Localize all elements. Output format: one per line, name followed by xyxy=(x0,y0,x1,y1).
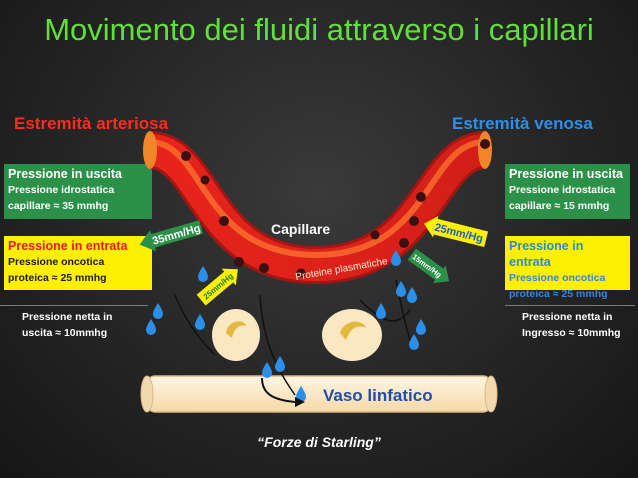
left-outflow-line1: Pressione idrostatica xyxy=(8,184,115,196)
arrow-left-out: 35mm/Hg xyxy=(139,220,204,252)
left-net-line2: uscita ≈ 10mmhg xyxy=(22,327,108,339)
venous-end-label: Estremità venosa xyxy=(452,114,593,133)
tissue-cell-left xyxy=(212,309,260,361)
arrow-left-out-label: 35mm/Hg xyxy=(151,222,202,247)
arterial-end-label: Estremità arteriosa xyxy=(14,114,169,133)
plasma-protein-dots xyxy=(181,139,490,278)
right-net-divider xyxy=(505,305,635,306)
right-inflow-line2: proteica ≈ 25 mmhg xyxy=(509,288,608,300)
left-outflow-box: Pressione in uscita Pressione idrostatic… xyxy=(4,164,152,219)
slide-title: Movimento dei fluidi attraverso i capill… xyxy=(44,12,594,47)
lymph-entry-arrow xyxy=(261,377,296,403)
capillary-label: Capillare xyxy=(271,221,331,237)
right-outflow-title: Pressione in uscita xyxy=(509,167,623,181)
right-inflow-box: Pressione in entrata Pressione oncotica … xyxy=(505,236,630,300)
right-outflow-box: Pressione in uscita Pressione idrostatic… xyxy=(505,164,630,219)
right-net-pressure: Pressione netta in Ingresso ≈ 10mmhg xyxy=(522,309,632,341)
lymphatic-vessel xyxy=(140,375,498,413)
left-net-line1: Pressione netta in xyxy=(22,311,113,323)
right-inflow-line1: Pressione oncotica xyxy=(509,272,606,284)
left-inflow-title: Pressione in entrata xyxy=(8,239,128,253)
right-outflow-line1: Pressione idrostatica xyxy=(509,184,616,196)
left-inflow-line1: Pressione oncotica xyxy=(8,256,105,268)
right-inflow-title: Pressione in entrata xyxy=(509,239,584,269)
left-inflow-line2: proteica ≈ 25 mmhg xyxy=(8,272,107,284)
lymph-entry-arrowhead xyxy=(295,397,305,407)
left-outflow-line2: capillare ≈ 35 mmhg xyxy=(8,200,109,212)
capillary-vessel xyxy=(143,131,492,285)
left-net-divider xyxy=(0,305,148,306)
right-net-line2: Ingresso ≈ 10mmhg xyxy=(522,327,621,339)
left-inflow-box: Pressione in entrata Pressione oncotica … xyxy=(4,236,152,290)
right-net-line1: Pressione netta in xyxy=(522,311,613,323)
left-outflow-title: Pressione in uscita xyxy=(8,167,122,181)
starling-caption: “Forze di Starling” xyxy=(257,434,381,450)
left-net-pressure: Pressione netta in uscita ≈ 10mmhg xyxy=(22,309,142,341)
arrow-right-out: 15mm/Hg xyxy=(407,248,450,284)
right-outflow-line2: capillare ≈ 15 mmhg xyxy=(509,200,610,212)
water-droplet-icons xyxy=(146,250,426,402)
lymph-vessel-label: Vaso linfatico xyxy=(323,386,433,405)
tissue-cell-right xyxy=(322,309,382,361)
